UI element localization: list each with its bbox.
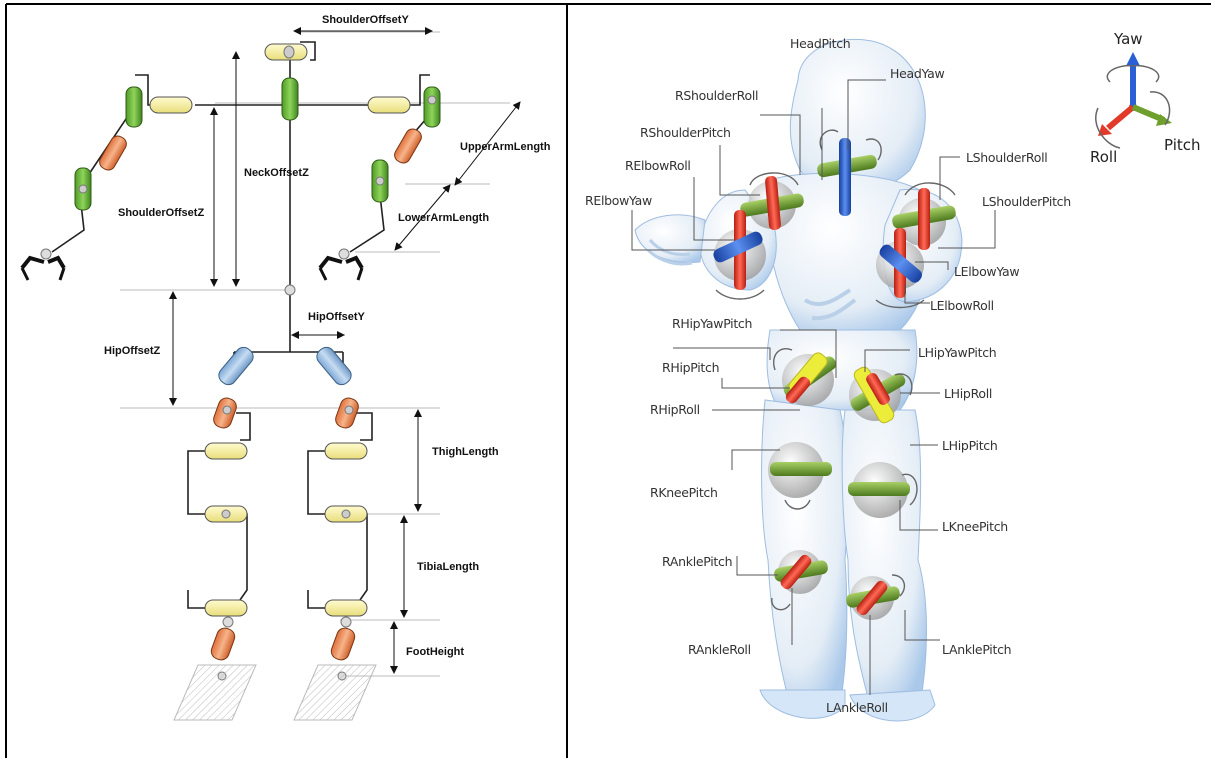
left-wrist-motor — [371, 159, 389, 203]
robot-head — [789, 38, 926, 193]
label-r-shoulder-roll: RShoulderRoll — [675, 88, 758, 103]
robot-right-forearm — [634, 214, 706, 264]
label-foot-height: FootHeight — [406, 646, 464, 658]
left-hip-joint — [849, 366, 913, 424]
left-hip-yaw-pitch-motor — [316, 346, 352, 386]
right-hip-pitch-motor — [204, 442, 248, 460]
left-hip-roll-motor — [335, 397, 359, 429]
table-frame — [5, 3, 1211, 758]
left-hip-pitch-motor — [324, 442, 368, 460]
motor-units — [20, 43, 441, 721]
label-head-yaw: HeadYaw — [890, 66, 944, 81]
right-ankle-joint — [222, 616, 234, 628]
label-hip-offset-z: HipOffsetZ — [104, 345, 161, 357]
left-ankle-roll-motor — [330, 627, 356, 661]
right-hip-yaw-pitch-motor — [218, 346, 254, 386]
label-l-shoulder-pitch: LShoulderPitch — [982, 194, 1071, 209]
label-l-ankle-roll: LAnkleRoll — [826, 700, 888, 715]
right-shoulder-pitch-motor — [149, 96, 193, 114]
axis-label-roll: Roll — [1090, 148, 1117, 166]
axis-label-yaw: Yaw — [1113, 30, 1143, 48]
right-elbow-motor — [99, 135, 127, 171]
label-l-shoulder-roll: LShoulderRoll — [966, 150, 1047, 165]
left-knee-joint — [848, 462, 918, 518]
right-ankle-joint — [771, 550, 828, 611]
neck-motor — [281, 77, 299, 121]
left-ankle-joint — [846, 574, 906, 620]
label-l-hip-roll: LHipRoll — [944, 386, 992, 401]
torso-joint — [284, 284, 296, 296]
right-shoulder-roll-motor — [125, 86, 143, 128]
label-r-hip-pitch: RHipPitch — [662, 360, 719, 375]
left-elbow-joint — [875, 228, 925, 309]
right-elbow-joint — [713, 210, 766, 300]
right-hip-roll-motor — [213, 397, 237, 429]
label-shoulder-offset-y: ShoulderOffsetY — [322, 14, 409, 26]
label-r-elbow-yaw: RElbowYaw — [585, 193, 652, 208]
right-shoulder-joint — [740, 172, 804, 231]
label-l-hip-pitch: LHipPitch — [942, 438, 998, 453]
label-l-knee-pitch: LKneePitch — [942, 519, 1008, 534]
label-r-hip-roll: RHipRoll — [650, 402, 700, 417]
joint-names-diagram: HeadPitch HeadYaw RShoulderRoll RShoulde… — [585, 30, 1201, 722]
label-r-elbow-roll: RElbowRoll — [625, 158, 691, 173]
label-neck-offset-z: NeckOffsetZ — [244, 167, 309, 179]
left-foot — [293, 664, 377, 721]
left-elbow-motor — [394, 128, 422, 164]
label-l-hip-yaw-pitch: LHipYawPitch — [918, 345, 996, 360]
left-gripper — [318, 248, 364, 281]
dimension-arrows — [169, 27, 521, 674]
label-l-elbow-yaw: LElbowYaw — [954, 264, 1019, 279]
left-ankle-pitch-motor — [324, 599, 368, 617]
head-yaw-motor — [264, 43, 308, 61]
joint-labels: HeadPitch HeadYaw RShoulderRoll RShoulde… — [585, 36, 1071, 715]
label-thigh-length: ThighLength — [432, 446, 499, 458]
label-r-ankle-pitch: RAnklePitch — [662, 554, 732, 569]
right-knee-motor — [204, 505, 248, 523]
left-knee-motor — [324, 505, 368, 523]
kinematic-dimensions-diagram: ShoulderOffsetY UpperArmLength NeckOffse… — [20, 14, 551, 721]
label-upper-arm-length: UpperArmLength — [460, 141, 551, 153]
right-hip-joint — [773, 348, 837, 406]
label-l-ankle-pitch: LAnklePitch — [942, 642, 1011, 657]
skeleton-links — [51, 41, 433, 609]
label-hip-offset-y: HipOffsetY — [308, 311, 366, 323]
right-ankle-pitch-motor — [204, 599, 248, 617]
axis-legend: Yaw Roll Pitch — [1090, 30, 1201, 166]
right-ankle-roll-motor — [210, 627, 236, 661]
leader-lines — [631, 79, 996, 695]
label-shoulder-offset-z: ShoulderOffsetZ — [118, 207, 204, 219]
label-l-elbow-roll: LElbowRoll — [930, 298, 994, 313]
roll-axis-arrow — [1106, 104, 1135, 131]
label-r-ankle-roll: RAnkleRoll — [688, 642, 751, 657]
robot-left-leg — [841, 409, 927, 706]
head-joint — [817, 129, 882, 216]
left-shoulder-joint — [892, 182, 956, 250]
joint-axes — [713, 129, 956, 620]
left-shoulder-pitch-motor — [367, 96, 411, 114]
label-head-pitch: HeadPitch — [790, 36, 850, 51]
label-tibia-length: TibiaLength — [417, 561, 479, 573]
label-r-hip-yaw-pitch: RHipYawPitch — [672, 316, 752, 331]
right-gripper — [20, 248, 66, 281]
right-knee-joint — [768, 442, 832, 510]
label-r-knee-pitch: RKneePitch — [650, 485, 718, 500]
dimension-guides — [120, 31, 510, 677]
dimension-labels: ShoulderOffsetY UpperArmLength NeckOffse… — [104, 14, 551, 658]
left-shoulder-roll-motor — [423, 86, 441, 128]
axis-label-pitch: Pitch — [1164, 136, 1201, 154]
right-foot — [173, 664, 257, 721]
label-lower-arm-length: LowerArmLength — [398, 212, 489, 224]
left-ankle-joint — [340, 616, 352, 628]
right-wrist-motor — [74, 167, 92, 211]
label-r-shoulder-pitch: RShoulderPitch — [640, 125, 731, 140]
